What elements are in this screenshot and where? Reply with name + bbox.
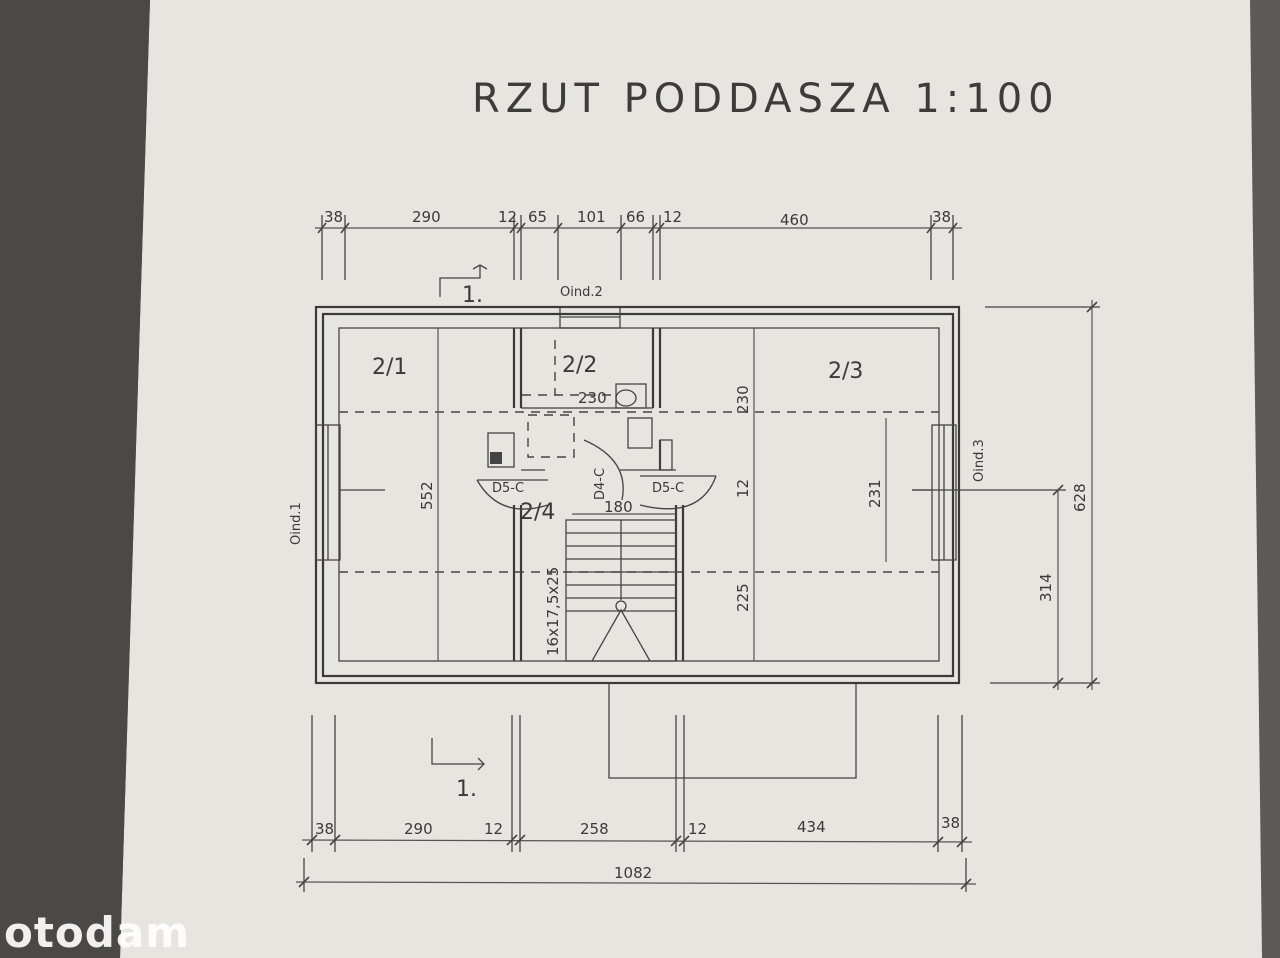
dim-room3-lower: 225 [734, 583, 752, 612]
dim-top-1: 38 [324, 208, 343, 226]
dim-bottom-3: 12 [484, 820, 503, 838]
staircase: 16x17,5x25 [544, 519, 677, 662]
dim-top-9: 38 [932, 208, 951, 226]
dim-bottom-1: 38 [315, 820, 334, 838]
dim-top-5: 101 [577, 208, 606, 226]
room-label-2-2: 2/2 [562, 353, 597, 378]
dim-right-lower: 314 [1037, 573, 1055, 602]
dim-bath-width: 230 [578, 389, 607, 407]
room-label-2-3: 2/3 [828, 359, 863, 384]
svg-text:D4-C: D4-C [593, 468, 608, 500]
svg-text:D5-C: D5-C [652, 481, 684, 496]
window-2: Oind.2 [559, 285, 621, 329]
door-right: D5-C [639, 475, 717, 510]
section-marker-bottom: 1. [431, 738, 485, 802]
stairs-label: 16x17,5x25 [544, 567, 562, 656]
svg-text:D5-C: D5-C [492, 481, 524, 496]
room-label-2-4: 2/4 [520, 500, 555, 525]
dim-top-3: 12 [498, 208, 517, 226]
dim-bottom-2: 290 [404, 820, 433, 838]
door-left: D5-C [476, 479, 549, 510]
dim-room3-upper: 230 [734, 385, 752, 414]
dim-top-8: 460 [780, 211, 809, 229]
dim-top-7: 12 [663, 208, 682, 226]
dim-top-4: 65 [528, 208, 547, 226]
window-label-1: Oind.1 [289, 502, 304, 545]
paper [120, 0, 1262, 958]
drawing-title: RZUT PODDASZA 1:100 [472, 76, 1060, 122]
dim-bottom-7: 38 [941, 814, 960, 832]
room-label-2-1: 2/1 [372, 355, 407, 380]
dim-right-total: 628 [1071, 483, 1089, 512]
window-1: Oind.1 [289, 424, 385, 561]
dim-bottom-5: 12 [688, 820, 707, 838]
window-label-2: Oind.2 [560, 285, 603, 300]
door-center: D4-C [583, 439, 624, 501]
dim-room3-window: 231 [866, 479, 884, 508]
svg-text:1.: 1. [462, 283, 483, 308]
section-marker-top: 1. [439, 264, 488, 308]
dim-overall-width: 1082 [614, 864, 652, 882]
dim-left-height: 552 [418, 481, 436, 510]
dim-top-6: 66 [626, 208, 645, 226]
dim-hall-width: 180 [604, 498, 633, 516]
top-dimension-chain: 38 290 12 65 101 66 12 460 38 [315, 208, 962, 280]
dim-bottom-6: 434 [797, 818, 826, 836]
bathroom-fixtures [487, 383, 673, 471]
bottom-dimension-chain: 38 290 12 258 12 434 38 1082 [295, 715, 977, 892]
inner-dimensions: 552 230 230 12 225 231 180 [418, 328, 887, 661]
window-label-3: Oind.3 [972, 439, 987, 482]
dim-bottom-4: 258 [580, 820, 609, 838]
window-3: Oind.3 [912, 424, 987, 561]
dim-room3-mid: 12 [734, 479, 752, 498]
dim-top-2: 290 [412, 208, 441, 226]
watermark-logo: otodam [4, 908, 190, 957]
right-dimension-chain: 628 314 [912, 300, 1100, 690]
svg-text:1.: 1. [456, 777, 477, 802]
